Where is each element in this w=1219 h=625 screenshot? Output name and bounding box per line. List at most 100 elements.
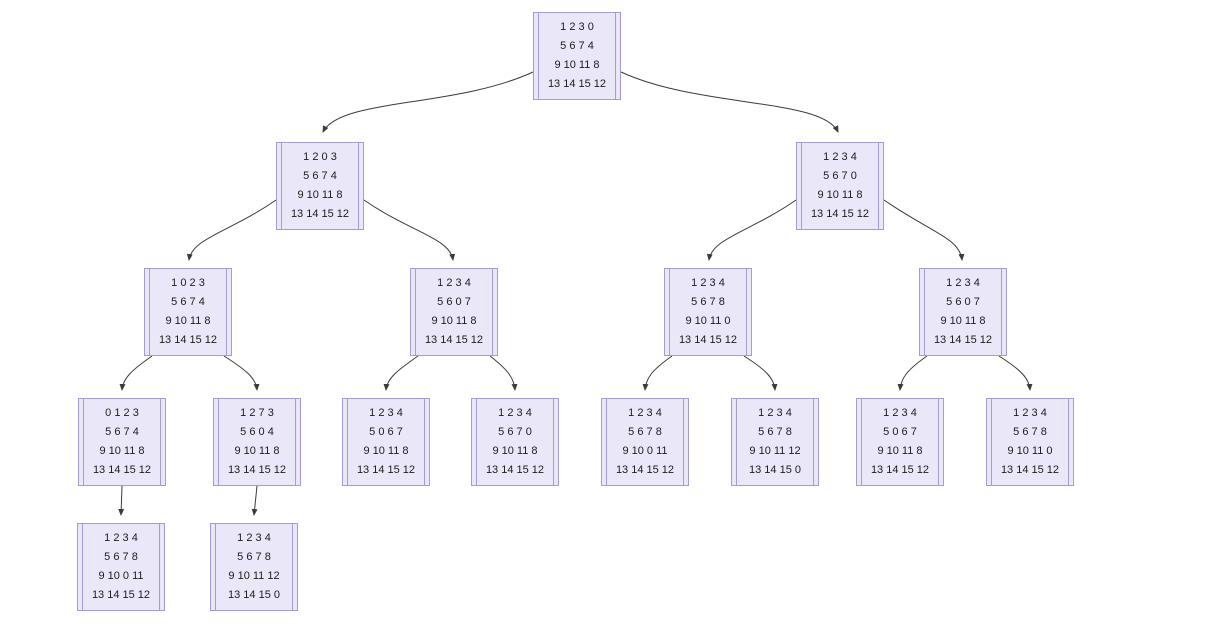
puzzle-row: 1 2 0 3: [303, 151, 337, 163]
puzzle-row: 9 10 11 8: [297, 189, 343, 201]
puzzle-row: 1 2 3 4: [823, 151, 857, 163]
puzzle-row: 9 10 11 8: [234, 445, 280, 457]
puzzle-node-l2-left: 1 2 0 3 5 6 7 4 9 10 11 8 13 14 15 12: [276, 142, 364, 230]
edge-l2-right-l3-3: [706, 199, 797, 261]
puzzle-row: 13 14 15 0: [749, 464, 801, 476]
puzzle-row: 13 14 15 12: [91, 589, 151, 601]
puzzle-row: 13 14 15 12: [424, 334, 484, 346]
puzzle-row: 1 2 3 4: [758, 407, 792, 419]
edge-l3-3-l4-6: [743, 355, 778, 391]
edge-root-l2-left: [322, 71, 534, 133]
puzzle-row: 13 14 15 12: [678, 334, 738, 346]
puzzle-row: 9 10 0 11: [622, 445, 668, 457]
puzzle-row: 13 14 15 12: [485, 464, 545, 476]
puzzle-row: 5 6 7 8: [104, 551, 138, 563]
puzzle-node-l4-6: 1 2 3 4 5 6 7 8 9 10 11 12 13 14 15 0: [731, 398, 819, 486]
puzzle-row: 0 1 2 3: [105, 407, 139, 419]
puzzle-row: 13 14 15 12: [547, 78, 607, 90]
puzzle-row: 5 6 0 7: [946, 296, 980, 308]
puzzle-node-l4-7: 1 2 3 4 5 0 6 7 9 10 11 8 13 14 15 12: [856, 398, 944, 486]
puzzle-row: 5 6 7 4: [171, 296, 205, 308]
puzzle-node-l2-right: 1 2 3 4 5 6 7 0 9 10 11 8 13 14 15 12: [796, 142, 884, 230]
puzzle-row: 1 2 3 4: [1013, 407, 1047, 419]
puzzle-row: 9 10 11 0: [685, 315, 731, 327]
puzzle-node-l3-3: 1 2 3 4 5 6 7 8 9 10 11 0 13 14 15 12: [664, 268, 752, 356]
puzzle-row: 5 6 7 4: [303, 170, 337, 182]
puzzle-row: 9 10 11 8: [165, 315, 211, 327]
edge-l2-right-l3-4: [883, 199, 965, 261]
edge-l3-3-l4-5: [642, 355, 673, 391]
puzzle-node-l4-2: 1 2 7 3 5 6 0 4 9 10 11 8 13 14 15 12: [213, 398, 301, 486]
puzzle-node-l5-1: 1 2 3 4 5 6 7 8 9 10 0 11 13 14 15 12: [77, 523, 165, 611]
puzzle-row: 13 14 15 12: [810, 208, 870, 220]
puzzle-row: 5 6 0 7: [437, 296, 471, 308]
puzzle-node-l4-8: 1 2 3 4 5 6 7 8 9 10 11 0 13 14 15 12: [986, 398, 1074, 486]
puzzle-row: 1 2 3 4: [369, 407, 403, 419]
edge-l4-2-l5-2: [251, 485, 258, 516]
edge-l3-1-l4-2: [223, 355, 260, 391]
puzzle-node-l5-2: 1 2 3 4 5 6 7 8 9 10 11 12 13 14 15 0: [210, 523, 298, 611]
puzzle-row: 5 0 6 7: [369, 426, 403, 438]
puzzle-row: 9 10 11 8: [99, 445, 145, 457]
edge-l4-1-l5-1: [118, 485, 125, 516]
puzzle-row: 9 10 11 8: [492, 445, 538, 457]
puzzle-row: 5 6 7 8: [758, 426, 792, 438]
puzzle-row: 5 6 7 0: [823, 170, 857, 182]
puzzle-row: 13 14 15 12: [158, 334, 218, 346]
puzzle-row: 9 10 11 0: [1007, 445, 1053, 457]
puzzle-row: 1 2 3 4: [946, 277, 980, 289]
puzzle-row: 1 2 3 4: [691, 277, 725, 289]
puzzle-row: 9 10 11 8: [431, 315, 477, 327]
puzzle-row: 9 10 11 8: [940, 315, 986, 327]
puzzle-row: 13 14 15 12: [92, 464, 152, 476]
puzzle-row: 5 6 7 0: [498, 426, 532, 438]
puzzle-row: 5 6 7 8: [691, 296, 725, 308]
puzzle-node-l3-2: 1 2 3 4 5 6 0 7 9 10 11 8 13 14 15 12: [410, 268, 498, 356]
puzzle-node-l4-1: 0 1 2 3 5 6 7 4 9 10 11 8 13 14 15 12: [78, 398, 166, 486]
puzzle-row: 13 14 15 12: [1000, 464, 1060, 476]
edge-l3-2-l4-3: [383, 355, 419, 391]
puzzle-row: 9 10 0 11: [98, 570, 144, 582]
puzzle-row: 13 14 15 12: [227, 464, 287, 476]
puzzle-row: 13 14 15 12: [933, 334, 993, 346]
puzzle-node-l4-3: 1 2 3 4 5 0 6 7 9 10 11 8 13 14 15 12: [342, 398, 430, 486]
puzzle-row: 1 2 3 4: [237, 532, 271, 544]
puzzle-row: 9 10 11 8: [554, 59, 600, 71]
puzzle-row: 5 6 7 4: [560, 40, 594, 52]
puzzle-row: 13 14 15 12: [290, 208, 350, 220]
puzzle-row: 1 2 3 4: [437, 277, 471, 289]
puzzle-row: 5 6 7 8: [1013, 426, 1047, 438]
puzzle-row: 13 14 15 0: [228, 589, 280, 601]
puzzle-row: 13 14 15 12: [356, 464, 416, 476]
puzzle-node-l3-4: 1 2 3 4 5 6 0 7 9 10 11 8 13 14 15 12: [919, 268, 1007, 356]
puzzle-row: 1 2 3 4: [104, 532, 138, 544]
puzzle-row: 5 6 7 8: [628, 426, 662, 438]
puzzle-row: 5 6 0 4: [240, 426, 274, 438]
puzzle-node-l4-4: 1 2 3 4 5 6 7 0 9 10 11 8 13 14 15 12: [471, 398, 559, 486]
puzzle-node-l4-5: 1 2 3 4 5 6 7 8 9 10 0 11 13 14 15 12: [601, 398, 689, 486]
puzzle-row: 9 10 11 8: [363, 445, 409, 457]
puzzle-row: 1 2 3 4: [498, 407, 532, 419]
edge-l3-2-l4-4: [489, 355, 518, 391]
puzzle-row: 13 14 15 12: [615, 464, 675, 476]
edge-l2-left-l3-2: [363, 199, 456, 261]
puzzle-row: 1 2 3 0: [560, 21, 594, 33]
puzzle-row: 5 6 7 4: [105, 426, 139, 438]
puzzle-row: 1 2 3 4: [883, 407, 917, 419]
puzzle-row: 9 10 11 12: [749, 445, 801, 457]
edge-l3-4-l4-7: [897, 355, 928, 391]
edge-l3-4-l4-8: [998, 355, 1033, 391]
edge-l2-left-l3-1: [186, 199, 277, 261]
puzzle-row: 1 0 2 3: [171, 277, 205, 289]
edge-l3-1-l4-1: [119, 355, 153, 391]
puzzle-row: 9 10 11 8: [817, 189, 863, 201]
puzzle-node-root: 1 2 3 0 5 6 7 4 9 10 11 8 13 14 15 12: [533, 12, 621, 100]
puzzle-row: 13 14 15 12: [870, 464, 930, 476]
puzzle-row: 9 10 11 8: [877, 445, 923, 457]
puzzle-node-l3-1: 1 0 2 3 5 6 7 4 9 10 11 8 13 14 15 12: [144, 268, 232, 356]
puzzle-row: 5 6 7 8: [237, 551, 271, 563]
puzzle-row: 9 10 11 12: [228, 570, 280, 582]
puzzle-row: 5 0 6 7: [883, 426, 917, 438]
